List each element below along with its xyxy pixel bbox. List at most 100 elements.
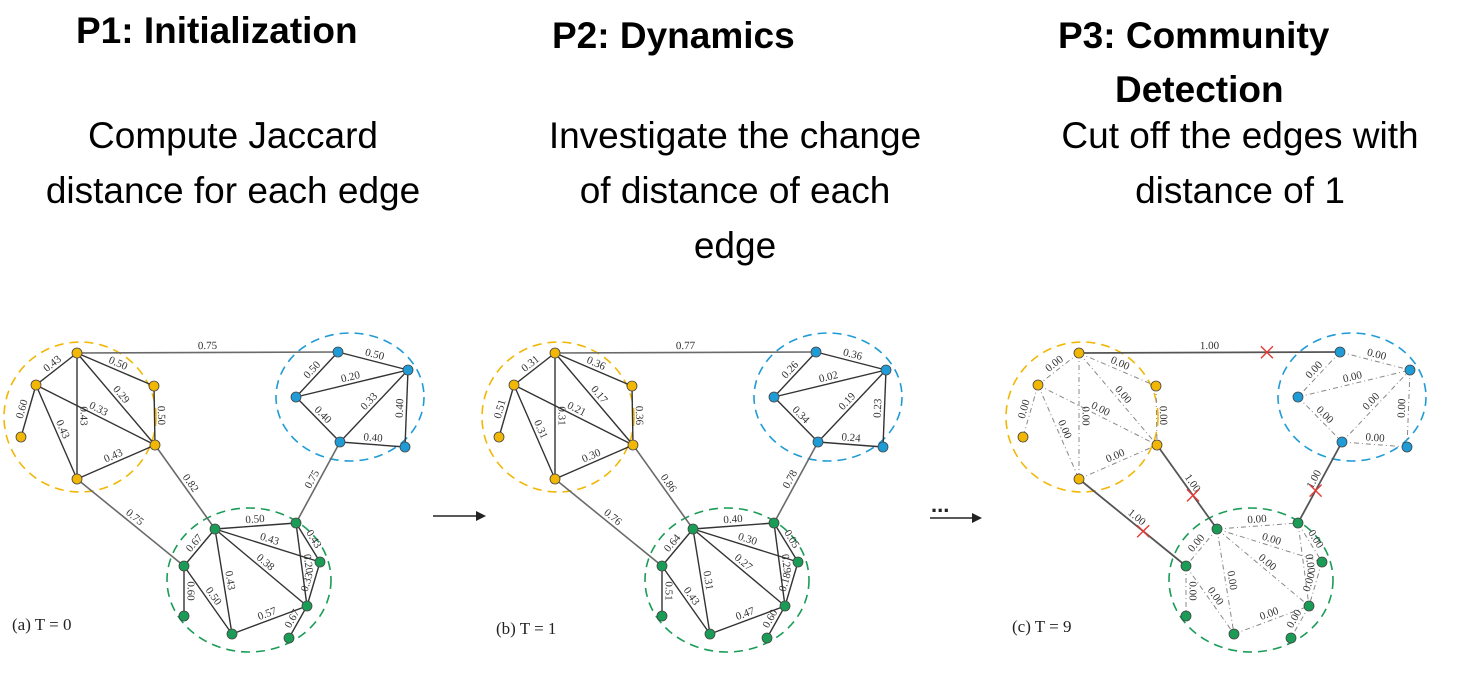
blue-node xyxy=(1292,391,1304,403)
phase-3-title-line-2: Detection xyxy=(1115,69,1284,110)
yellow-community-circle xyxy=(1005,341,1159,493)
blue-edge-label: 0.00 xyxy=(1314,404,1336,427)
green-edge xyxy=(1233,605,1310,635)
phase-1-description: Compute Jaccard distance for each edge xyxy=(18,108,448,218)
yellow-edge-label: 0.00 xyxy=(1157,406,1169,426)
bridge-edge-label: 0.82 xyxy=(180,472,201,495)
blue-node xyxy=(332,346,344,358)
green-edge xyxy=(183,528,216,567)
blue-edge-label: 0.20 xyxy=(340,369,362,385)
bridge-edge xyxy=(1078,478,1187,567)
yellow-edge-label: 0.31 xyxy=(555,406,567,425)
green-edge-label: 0.00 xyxy=(1258,605,1281,623)
yellow-edge-label: 0.00 xyxy=(1112,384,1134,407)
yellow-edge-label: 0.51 xyxy=(492,398,509,420)
blue-edge xyxy=(773,351,817,398)
blue-edge-label: 0.26 xyxy=(779,359,801,382)
green-edge xyxy=(1216,528,1310,607)
green-edge-label: 0.64 xyxy=(662,532,684,555)
blue-edge xyxy=(882,369,887,448)
bridge-edge xyxy=(632,444,694,530)
yellow-edge-label: 0.17 xyxy=(588,384,610,407)
green-node xyxy=(290,517,302,529)
green-edge-label: 0.20 xyxy=(301,553,315,574)
blue-edge-label: 0.40 xyxy=(363,431,384,444)
yellow-node xyxy=(1073,473,1085,485)
yellow-edge xyxy=(76,444,156,480)
green-node xyxy=(779,600,791,612)
yellow-edge-label: 0.60 xyxy=(14,398,31,420)
green-edge-label: 0.00 xyxy=(1303,553,1317,574)
yellow-edge xyxy=(35,384,78,480)
green-edge xyxy=(295,522,308,607)
yellow-edge-label: 0.31 xyxy=(519,353,542,374)
green-edge xyxy=(231,605,308,635)
blue-community-circle xyxy=(275,332,425,462)
blue-edge-label: 0.24 xyxy=(841,431,862,444)
green-node xyxy=(283,632,295,644)
yellow-edge-label: 0.00 xyxy=(1043,353,1066,375)
green-edge-label: 0.00 xyxy=(1256,552,1279,574)
green-node xyxy=(656,610,668,622)
panel-label-t1: (b) T = 1 xyxy=(496,619,556,638)
bridge-edge xyxy=(76,351,339,354)
yellow-node xyxy=(71,473,83,485)
blue-edge xyxy=(404,369,409,448)
blue-edge-label: 0.00 xyxy=(1360,390,1382,413)
blue-edge-label: 0.23 xyxy=(872,398,885,418)
cut-mark-icon xyxy=(1186,488,1200,502)
bridge-edge xyxy=(554,351,817,354)
green-node xyxy=(178,560,190,572)
blue-edge xyxy=(817,441,884,448)
green-edge xyxy=(692,528,799,563)
yellow-edge xyxy=(513,384,556,480)
yellow-node xyxy=(149,439,161,451)
bridge-edge xyxy=(1078,351,1341,354)
yellow-node xyxy=(1032,379,1044,391)
blue-edge xyxy=(1341,369,1411,443)
green-edge-label: 0.00 xyxy=(1224,570,1239,591)
yellow-edge xyxy=(554,352,634,446)
yellow-edge xyxy=(498,384,515,438)
blue-edge-label: 0.40 xyxy=(394,398,407,418)
blue-edge-label: 0.36 xyxy=(842,347,864,364)
green-community-circle xyxy=(1168,507,1334,653)
ellipsis-marker: ... xyxy=(931,492,949,517)
bridge-edge xyxy=(295,441,341,524)
phase-2-description: Investigate the change of distance of ea… xyxy=(520,108,950,273)
yellow-node xyxy=(15,431,27,443)
yellow-node xyxy=(148,380,160,392)
green-node xyxy=(1285,632,1297,644)
green-edge xyxy=(214,522,297,530)
green-node xyxy=(768,517,780,529)
green-edge xyxy=(214,528,308,607)
yellow-node xyxy=(1017,431,1029,443)
phase-2-desc-line: edge xyxy=(693,225,777,266)
bridge-edge xyxy=(76,478,185,567)
bridge-edge xyxy=(554,478,663,567)
green-node xyxy=(209,523,221,535)
green-edge-label: 0.00 xyxy=(1260,531,1282,548)
blue-edge xyxy=(773,369,887,398)
blue-node xyxy=(1401,441,1413,453)
green-edge xyxy=(692,528,786,607)
green-edge xyxy=(1297,522,1323,563)
blue-edge xyxy=(295,396,341,443)
phase-3-desc-line: distance of 1 xyxy=(1135,170,1345,211)
green-node xyxy=(1228,628,1240,640)
yellow-edge xyxy=(153,385,156,446)
cut-mark-icon xyxy=(1309,484,1323,498)
green-edge xyxy=(1216,522,1299,530)
green-node xyxy=(1292,517,1304,529)
yellow-edge xyxy=(35,384,156,446)
green-edge-label: 0.60 xyxy=(184,581,196,601)
green-edge xyxy=(214,528,233,635)
yellow-node xyxy=(549,473,561,485)
green-edge xyxy=(784,561,799,607)
yellow-edge xyxy=(20,384,37,438)
yellow-node xyxy=(627,439,639,451)
blue-edge xyxy=(815,351,887,371)
yellow-edge xyxy=(554,352,633,387)
yellow-node xyxy=(30,379,42,391)
